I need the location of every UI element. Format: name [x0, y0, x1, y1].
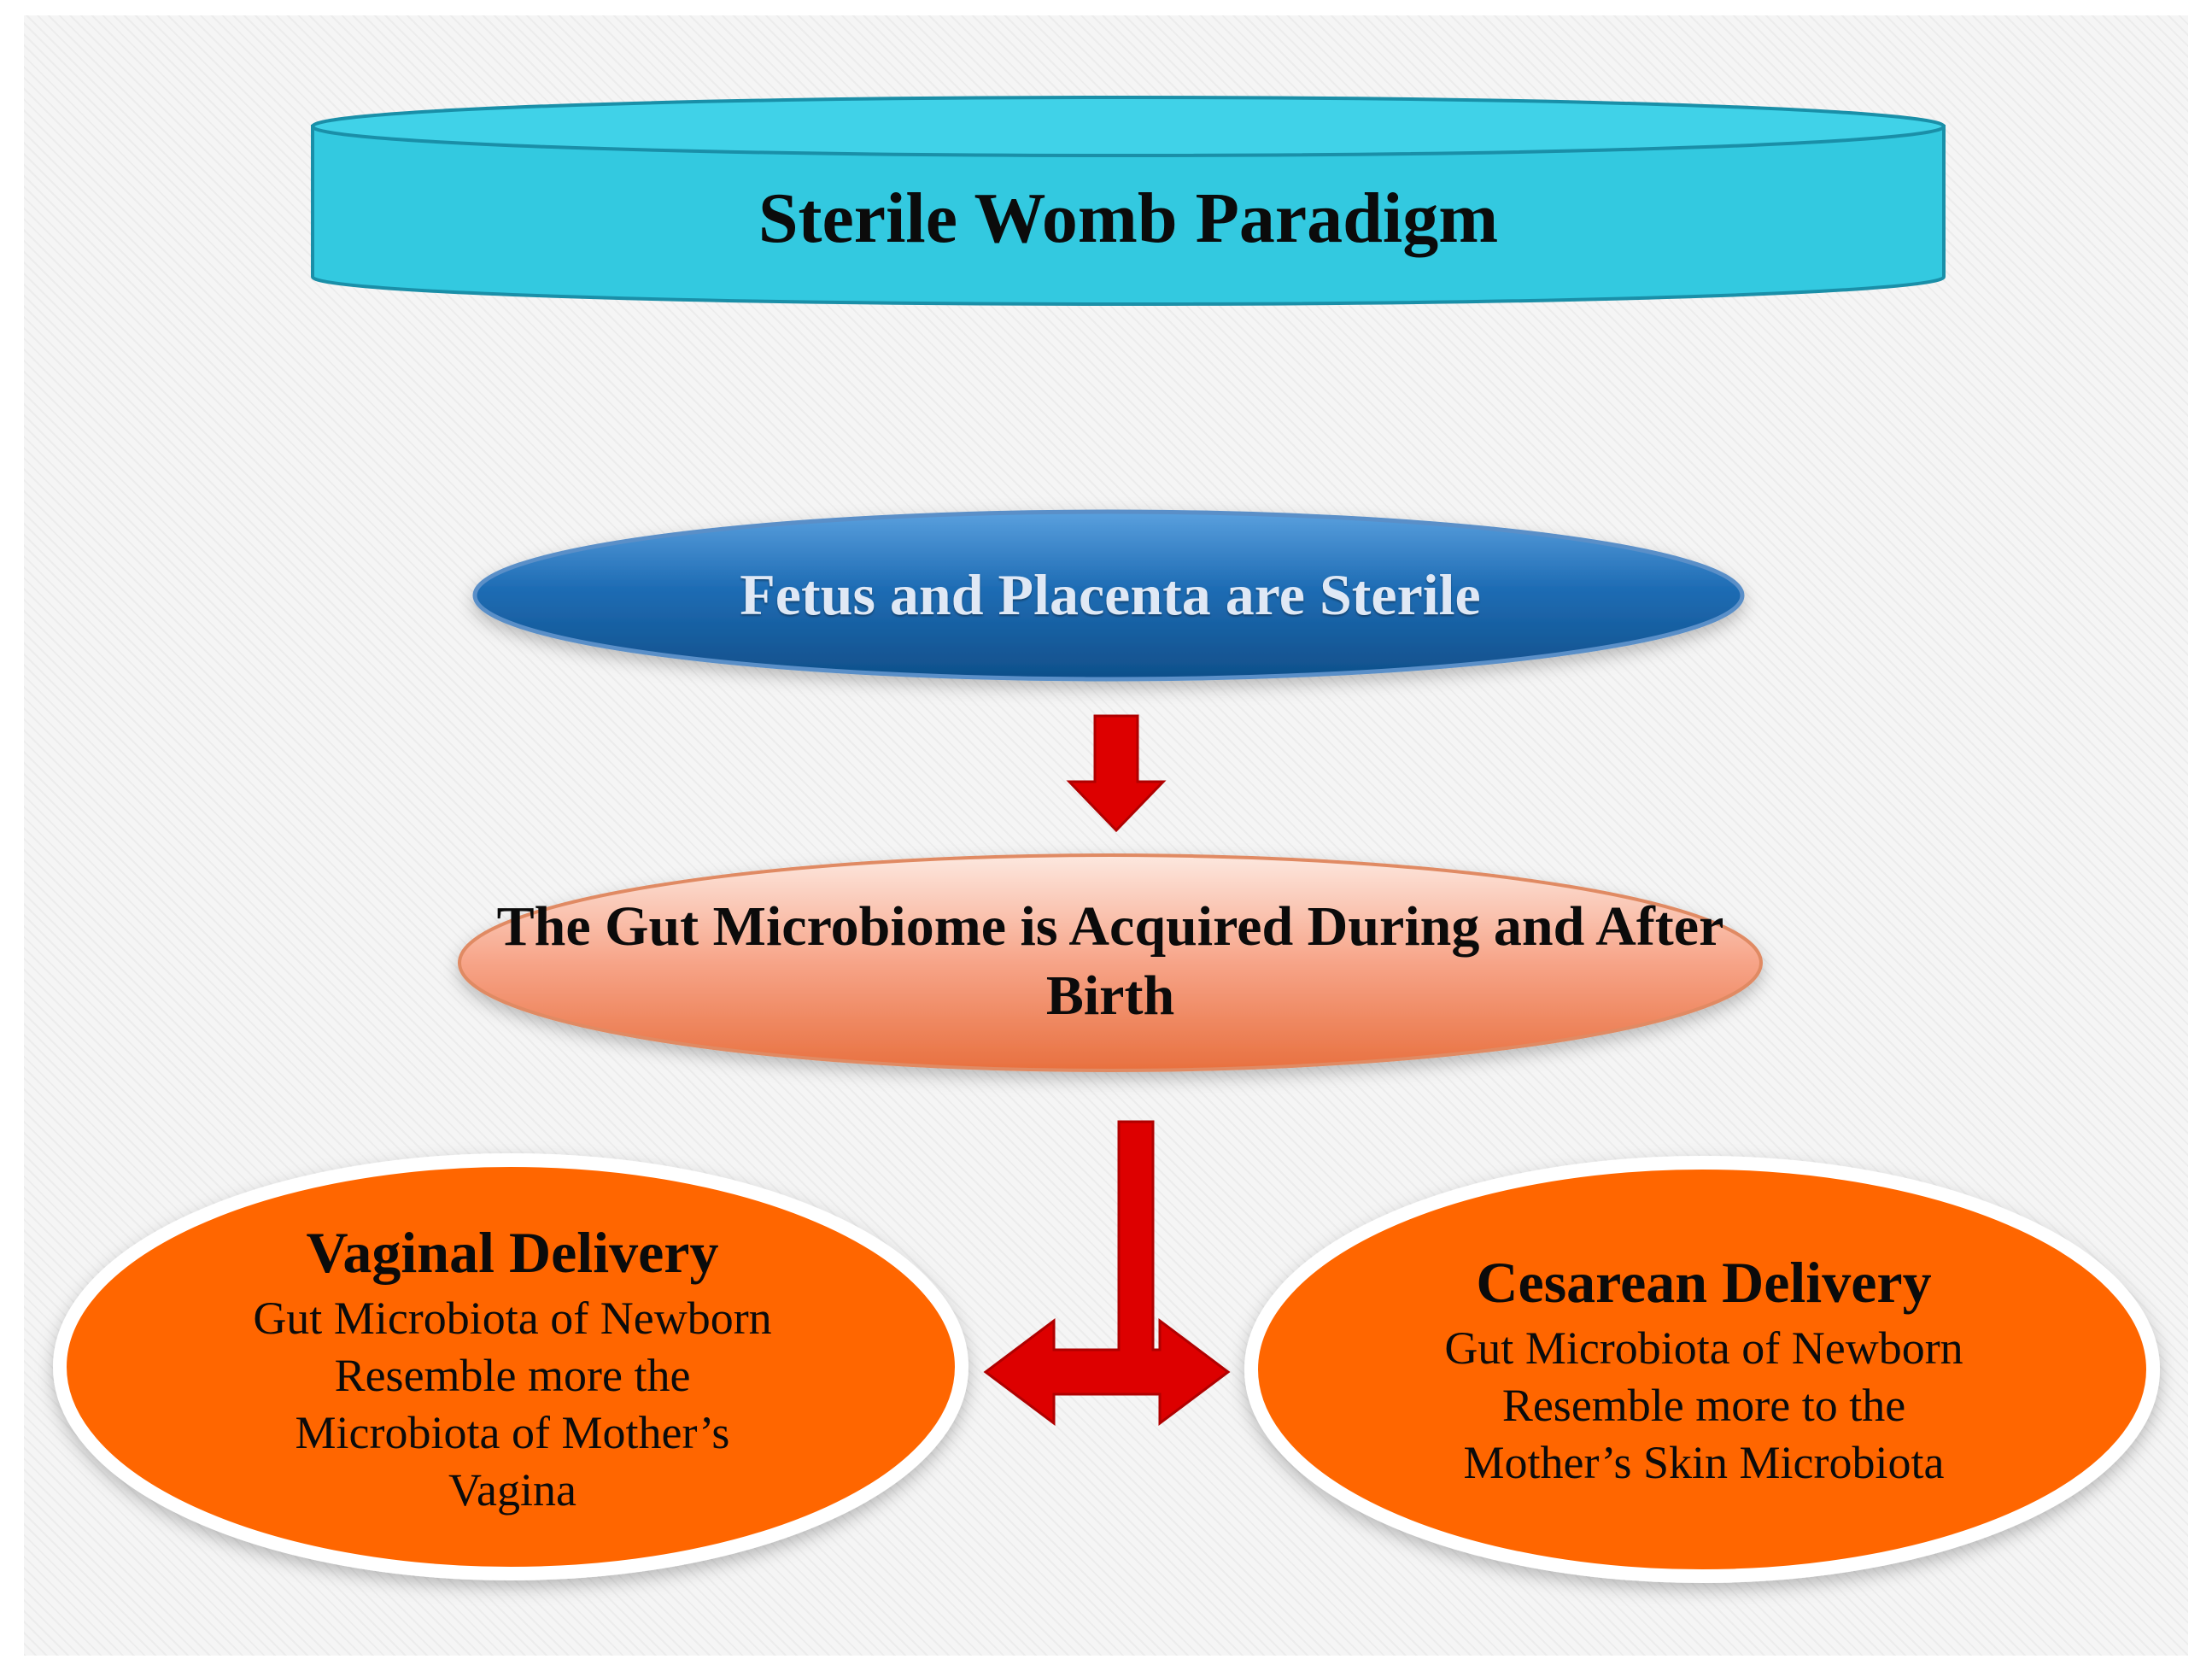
- diagram-title: Sterile Womb Paradigm: [758, 179, 1499, 258]
- vaginal-delivery-ellipse: [53, 1153, 968, 1580]
- split-arrow-icon: [983, 1120, 1231, 1426]
- cesarean-delivery-ellipse: [1244, 1156, 2160, 1583]
- vaginal-delivery-description: Gut Microbiota of Newborn Resemble more …: [253, 1293, 772, 1516]
- down-arrow-icon: [1066, 714, 1167, 833]
- consequence-ellipse: [458, 853, 1763, 1072]
- cesarean-delivery-heading: Cesarean Delivery: [1476, 1250, 1932, 1315]
- title-banner: [311, 96, 1946, 306]
- premise-ellipse: [472, 509, 1745, 682]
- premise-label: Fetus and Placenta are Sterile: [740, 562, 1481, 627]
- vaginal-delivery-heading: Vaginal Delivery: [306, 1220, 719, 1285]
- cesarean-delivery-description: Gut Microbiota of Newborn Resemble more …: [1444, 1322, 1963, 1488]
- consequence-label: The Gut Microbiome is Acquired During an…: [496, 895, 1724, 1027]
